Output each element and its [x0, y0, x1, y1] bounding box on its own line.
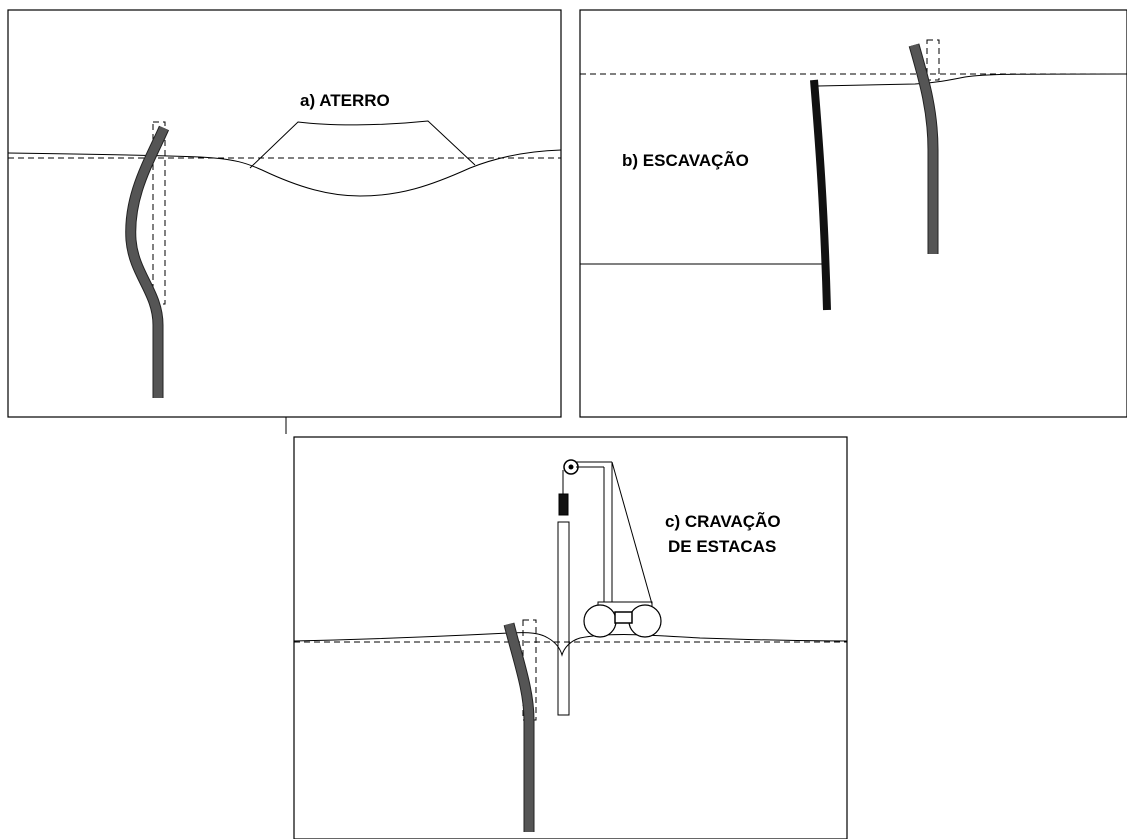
- panel-b-label: b) ESCAVAÇÃO: [622, 150, 749, 170]
- panel-c-pile: [504, 622, 534, 832]
- panel-c-cab: [614, 611, 633, 624]
- panel-c-pulley-hub: [568, 464, 574, 470]
- panel-c-stay-cable: [611, 461, 653, 605]
- panel-b: b) ESCAVAÇÃO: [579, 9, 1127, 418]
- panel-b-frame: [579, 9, 1127, 418]
- panel-c: c) CRAVAÇÃO DE ESTACAS: [293, 436, 848, 839]
- panel-b-ground-surface: [817, 73, 1127, 87]
- panel-a: a) ATERRO: [7, 9, 562, 418]
- panel-a-label: a) ATERRO: [300, 91, 390, 110]
- panel-c-wheel-front: [583, 604, 617, 638]
- panel-c-wheel-rear: [628, 604, 662, 638]
- panel-b-retaining-wall: [810, 79, 831, 311]
- panel-b-pile-original: [926, 39, 940, 81]
- panel-a-pile: [126, 126, 169, 398]
- panel-b-pile: [909, 43, 938, 254]
- panel-c-ground-surface: [293, 632, 848, 657]
- panel-c-label-line-2: DE ESTACAS: [668, 537, 776, 556]
- panel-c-frame: [293, 436, 848, 839]
- panel-c-driven-pile: [557, 521, 570, 716]
- panel-c-hammer: [558, 493, 569, 516]
- panel-a-frame: [7, 9, 562, 418]
- panel-a-embankment: [249, 120, 476, 169]
- panel-c-label-line-1: c) CRAVAÇÃO: [665, 511, 781, 531]
- panel-c-pile-driver: [563, 459, 662, 638]
- panel-c-label: c) CRAVAÇÃO DE ESTACAS: [665, 511, 785, 556]
